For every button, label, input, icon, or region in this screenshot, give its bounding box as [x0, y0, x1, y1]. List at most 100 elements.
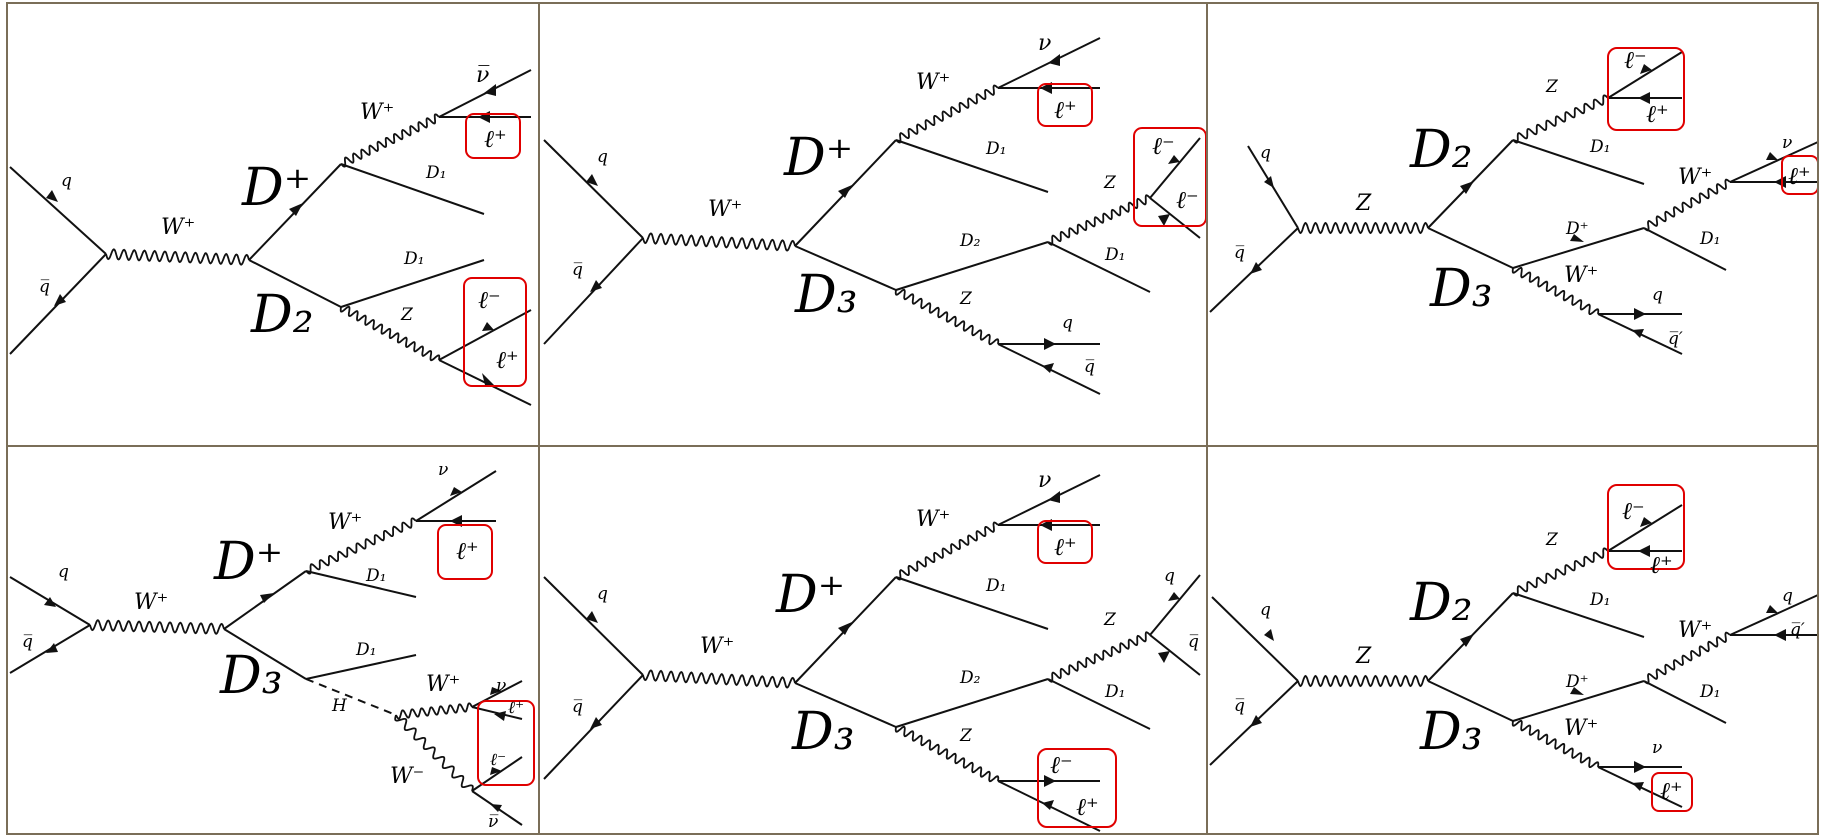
arrow-icon — [46, 643, 58, 653]
label-lepton-2: ℓ⁺ — [1646, 100, 1669, 128]
label-propagator: Z — [1355, 191, 1372, 216]
arrow-icon — [1640, 517, 1652, 527]
arrow-icon — [1774, 629, 1786, 641]
arrow-icon — [1168, 155, 1180, 164]
label-boson-1: W⁺ — [916, 70, 950, 95]
lepton-line-2 — [471, 706, 523, 720]
quark-out-line — [1729, 594, 1819, 636]
w-boson-1 — [305, 517, 417, 575]
arrow-icon — [586, 174, 598, 186]
d1-line-2 — [340, 259, 485, 308]
arrow-icon — [1570, 687, 1584, 695]
label-quark-out: q — [1652, 285, 1663, 305]
arrow-icon — [1264, 629, 1274, 641]
lepton-minus-line — [471, 756, 523, 792]
heavy-line-2 — [794, 682, 897, 728]
arrow-icon — [1042, 363, 1054, 373]
d1-line-1 — [340, 163, 485, 215]
label-neutrino: ν — [1038, 468, 1051, 493]
label-heavy-1: D⁺ — [241, 158, 311, 218]
label-neutrino-2: ν — [496, 676, 506, 696]
d1-line-2 — [1047, 241, 1151, 293]
label-d1-1: D₁ — [985, 576, 1006, 596]
arrow-icon — [46, 190, 58, 202]
label-antiquark-out: q̅′ — [1668, 329, 1683, 349]
label-heavy-2: D₃ — [1419, 702, 1483, 762]
label-propagator: Z — [1355, 644, 1372, 669]
label-boson-2: W⁺ — [1678, 165, 1712, 190]
label-qbar: q̅ — [22, 632, 33, 652]
d1-line-2 — [1047, 678, 1151, 730]
label-d2: D₂ — [959, 231, 981, 251]
arrow-icon — [838, 622, 852, 635]
label-heavy-2: D₃ — [219, 646, 283, 706]
heavy-line-2 — [248, 259, 342, 308]
feynman-panel-4: q q̅ W⁺ D⁺ D₃ W⁺ ν ℓ⁺ D₁ D₁ H W⁺ ν ℓ⁺ W⁻… — [6, 447, 540, 832]
lepton-minus-line — [1607, 51, 1683, 99]
label-propagator: W⁺ — [134, 590, 168, 615]
label-boson-1: W⁺ — [916, 507, 950, 532]
label-lepton-2: ℓ⁻ — [478, 286, 501, 314]
arrow-icon — [1048, 491, 1060, 503]
arrow-icon — [1632, 329, 1644, 338]
d1-line-1 — [895, 576, 1049, 630]
label-heavy-1: D₂ — [1409, 120, 1473, 180]
label-quark-out: q — [1782, 586, 1793, 606]
label-antiquark-out: q̅′ — [1790, 620, 1805, 640]
dplus-line — [1512, 227, 1645, 269]
d1-line-1 — [1512, 592, 1645, 638]
label-lepton-3: ℓ⁻ — [490, 750, 506, 770]
arrow-icon — [478, 111, 490, 123]
label-boson-3: Z — [959, 289, 973, 309]
arrow-icon — [1638, 92, 1650, 104]
label-dplus: D⁺ — [1565, 219, 1589, 239]
heavy-line-2 — [794, 245, 897, 291]
arrow-icon — [590, 717, 602, 729]
arrow-icon — [1250, 715, 1262, 727]
label-neutrino: ν̅ — [476, 63, 489, 88]
label-boson-1: Z — [1545, 77, 1559, 97]
highlight-box — [1651, 772, 1693, 812]
highlight-box — [477, 700, 535, 786]
label-heavy-1: D⁺ — [783, 128, 853, 188]
label-boson-3: W⁺ — [1564, 716, 1598, 741]
label-qbar: q̅ — [1234, 696, 1245, 716]
highlight-box — [1607, 484, 1685, 570]
d2-line — [895, 241, 1049, 291]
label-boson-2: Z — [1103, 610, 1117, 630]
label-dplus: D⁺ — [1565, 672, 1589, 692]
w-boson-1 — [1643, 631, 1731, 685]
z-boson-2 — [894, 725, 1000, 783]
arrow-icon — [1250, 262, 1262, 274]
quark-line — [543, 139, 644, 239]
arrow-icon — [1042, 800, 1054, 810]
w-propagator — [105, 248, 250, 266]
arrow-icon — [1634, 308, 1646, 320]
arrow-icon — [1632, 782, 1644, 791]
d1-line-2 — [1643, 680, 1727, 724]
label-boson-1: W⁺ — [360, 100, 394, 125]
z-boson — [1512, 94, 1609, 144]
label-propagator: W⁺ — [700, 634, 734, 659]
z-boson-1 — [1047, 631, 1151, 683]
label-quark-out: q — [1062, 313, 1073, 333]
label-lepton-1: ℓ⁺ — [1054, 533, 1077, 561]
label-q: q — [597, 147, 608, 167]
label-boson-2: W⁺ — [426, 672, 460, 697]
w-boson-2 — [395, 702, 473, 720]
quark-out-line — [1149, 574, 1201, 636]
label-boson-1: Z — [1545, 530, 1559, 550]
dplus-line — [1512, 680, 1645, 722]
arrow-icon — [450, 487, 462, 496]
label-d1-2: D₁ — [1699, 682, 1720, 702]
label-boson-3: Z — [959, 726, 973, 746]
label-d1-2: D₁ — [1104, 245, 1125, 265]
feynman-panel-2: q q̅ W⁺ D⁺ D₃ W⁺ ν ℓ⁺ D₁ D₂ Z ℓ⁻ ℓ⁻ D₁ Z… — [540, 2, 1208, 445]
arrow-icon — [1460, 634, 1474, 647]
w-boson-1 — [340, 113, 440, 168]
label-d1-1: D₁ — [1589, 590, 1610, 610]
label-neutrino: ν — [1038, 31, 1051, 56]
antiquark-line — [543, 237, 644, 345]
label-heavy-2: D₃ — [791, 702, 855, 762]
highlight-box — [1037, 748, 1117, 828]
